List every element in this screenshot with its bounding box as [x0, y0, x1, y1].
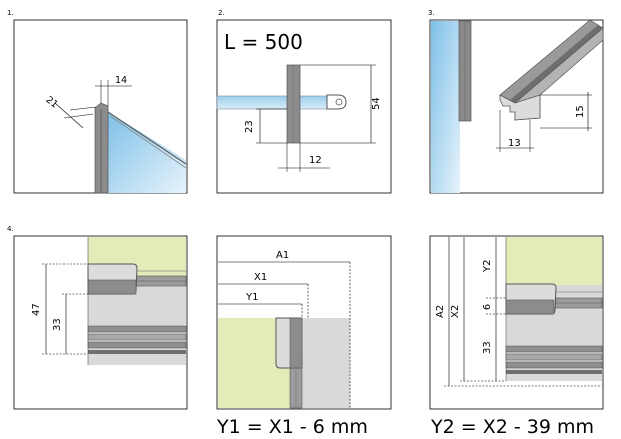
- vertical-profile: [286, 64, 301, 144]
- formula-2: Y2 = X2 - 39 mm: [430, 416, 594, 438]
- wall-profile: [94, 102, 109, 194]
- dim-6: 6: [482, 304, 493, 310]
- lower-rail-6-4: [506, 370, 602, 374]
- rail-end-face: [499, 94, 541, 121]
- panel-5: A1 X1 Y1 Y1 = X1 - 6 mm: [216, 235, 392, 438]
- glass-bar: [216, 95, 328, 110]
- end-cap-5-dark: [289, 317, 303, 369]
- lower-rail-6-1: [505, 345, 603, 353]
- dim-x2: X2: [450, 305, 461, 318]
- dim-33: 33: [52, 318, 63, 331]
- dim-y2: Y2: [482, 260, 493, 273]
- lower-rail-6-3: [505, 361, 603, 369]
- dim-21-line: [54, 102, 84, 129]
- clip-hole: [335, 98, 343, 106]
- panel-3: 3. 15 13: [428, 9, 604, 194]
- dim-12: 12: [309, 155, 322, 166]
- dim-47: 47: [31, 303, 42, 316]
- wall-green-6: [506, 237, 602, 285]
- panel-6: A2 X2 Y2 6 33 Y2 = X2 - 39 mm: [429, 235, 604, 438]
- dim-a2: A2: [435, 305, 446, 318]
- length-text: L = 500: [224, 30, 303, 54]
- end-cap-dark: [87, 279, 137, 295]
- glass-edge: [107, 111, 187, 165]
- glass-edge-2: [109, 115, 187, 169]
- panel-1: 1. 21 14: [7, 9, 188, 194]
- lower-rail-6-2: [505, 353, 603, 361]
- dim-21-ext2: [63, 113, 94, 119]
- glass-pane: [108, 112, 186, 193]
- dim-13: 13: [508, 138, 521, 149]
- dim-33b: 33: [482, 341, 493, 354]
- dim-21-ext1: [69, 106, 97, 111]
- dim-a1: A1: [276, 250, 289, 261]
- glass-side: [431, 21, 460, 193]
- dim-y1: Y1: [245, 292, 258, 303]
- dim-14: 14: [115, 75, 127, 86]
- lower-rail-3: [87, 341, 187, 349]
- formula-1: Y1 = X1 - 6 mm: [216, 416, 368, 438]
- dim-x1: X1: [254, 272, 267, 283]
- dim-54: 54: [371, 97, 382, 110]
- lower-rail-1: [87, 325, 187, 333]
- dim-15: 15: [575, 105, 586, 118]
- step-label-4: 4.: [7, 225, 14, 233]
- lower-rail-2: [87, 333, 187, 341]
- lower-rail-4: [88, 350, 186, 354]
- panel-4: 4. 47 33: [7, 225, 188, 410]
- end-cap-6-dark: [505, 299, 555, 315]
- step-label-2: 2.: [218, 9, 225, 17]
- step-label-1: 1.: [7, 9, 14, 17]
- rail-groove: [510, 25, 603, 103]
- panel-2: 2. L = 500 54 23 12: [216, 9, 392, 194]
- step-label-3: 3.: [428, 9, 435, 17]
- dim-23: 23: [244, 120, 255, 133]
